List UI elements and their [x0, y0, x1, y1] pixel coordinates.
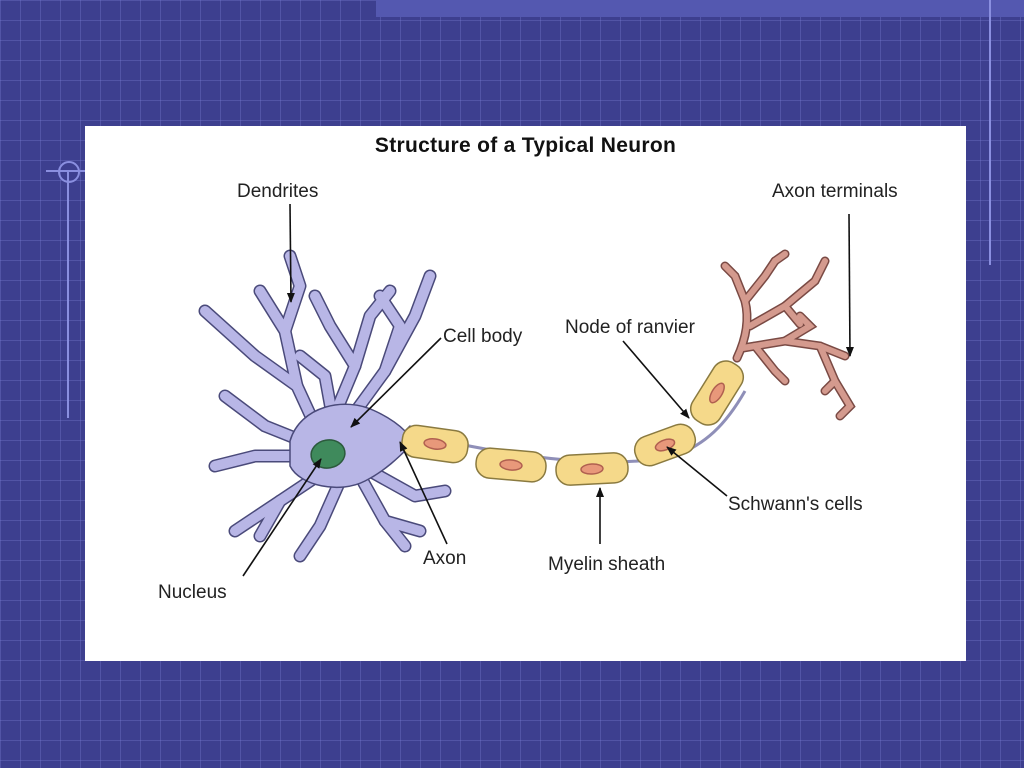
cell-body-with-dendrites [198, 249, 452, 563]
neuron-diagram-figure: Structure of a Typical Neuron Dendrites … [85, 126, 966, 661]
top-accent-band [376, 0, 1024, 17]
diagram-title: Structure of a Typical Neuron [374, 134, 677, 157]
label-schwanns-cells: Schwann's cells [728, 494, 863, 515]
decorative-line-right [989, 0, 991, 265]
axon-terminal-branches [720, 249, 856, 421]
neuron-illustration [198, 203, 856, 577]
label-nucleus: Nucleus [158, 582, 227, 603]
label-pointer-arrows [242, 203, 854, 577]
label-node-of-ranvier: Node of ranvier [565, 317, 695, 338]
decorative-line-left [67, 170, 69, 418]
label-axon: Axon [423, 548, 467, 569]
decorative-circle [58, 161, 80, 183]
label-cell-body: Cell body [443, 326, 523, 347]
label-dendrites: Dendrites [237, 181, 319, 202]
myelin-sheath-segments [401, 360, 745, 486]
label-axon-terminals: Axon terminals [772, 181, 898, 202]
label-myelin-sheath: Myelin sheath [548, 554, 666, 575]
